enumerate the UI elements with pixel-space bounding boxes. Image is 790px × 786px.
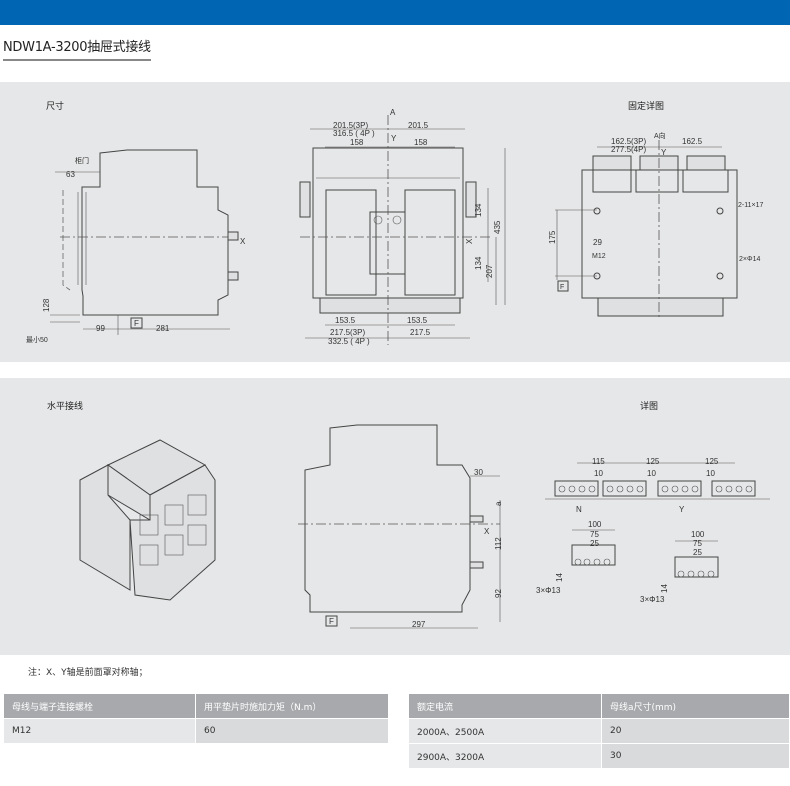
dim-63: 63 bbox=[66, 170, 75, 179]
dim-10-right: 10 bbox=[706, 469, 715, 478]
cell-busbar-a: 20 bbox=[601, 718, 790, 744]
dim-25-left: 25 bbox=[590, 539, 599, 548]
dim-297: 297 bbox=[412, 620, 426, 629]
dim-134-top: 134 bbox=[474, 203, 483, 217]
dim-10-middle: 10 bbox=[647, 469, 656, 478]
dim-14-left: 14 bbox=[555, 573, 564, 582]
dim-316-5-4p: 316.5 ( 4P ) bbox=[333, 129, 375, 138]
dim-277-5-4p: 277.5(4P) bbox=[611, 145, 646, 154]
dim-125-right: 125 bbox=[705, 457, 719, 466]
cell-busbar-a: 30 bbox=[601, 743, 790, 769]
table-row: M12 60 bbox=[4, 718, 389, 744]
dim-201-5: 201.5 bbox=[408, 121, 429, 130]
cell-rated-current: 2900A、3200A bbox=[409, 743, 602, 769]
busbar-detail-drawing bbox=[545, 462, 770, 578]
busbar-size-table: 额定电流 母线a尺寸(mm) 2000A、2500A 20 2900A、3200… bbox=[409, 694, 790, 769]
dim-201-5-3p: 201.5(3P) bbox=[333, 121, 368, 130]
dim-281: 281 bbox=[156, 324, 170, 333]
bolt-torque-table: 母线与端子连接螺栓 用平垫片时施加力矩（N.m） M12 60 bbox=[4, 694, 389, 744]
x-axis-label: X bbox=[484, 527, 490, 536]
dim-14-right: 14 bbox=[660, 584, 669, 593]
dim-207: 207 bbox=[485, 264, 494, 278]
dim-75-left: 75 bbox=[590, 530, 599, 539]
slot-spec: 2-11×17 bbox=[738, 202, 763, 209]
table-header-row: 母线与端子连接螺栓 用平垫片时施加力矩（N.m） bbox=[4, 694, 389, 719]
dim-29: 29 bbox=[593, 238, 602, 247]
m12-label: M12 bbox=[592, 253, 606, 260]
dim-162-5: 162.5 bbox=[682, 137, 703, 146]
isometric-view-drawing bbox=[79, 439, 216, 601]
cell-torque: 60 bbox=[195, 718, 389, 744]
dim-153-5-left: 153.5 bbox=[335, 316, 356, 325]
table-header-row: 额定电流 母线a尺寸(mm) bbox=[409, 694, 790, 719]
dim-175: 175 bbox=[548, 230, 557, 244]
holes-spec-left: 3×Φ13 bbox=[536, 586, 561, 595]
f-marker: F bbox=[329, 617, 334, 626]
horizontal-wiring-drawings: 水平接线 详图 30 a X 112 92 F 297 bbox=[47, 400, 770, 629]
header-bar bbox=[0, 0, 790, 25]
horizontal-side-view-drawing bbox=[298, 424, 501, 629]
dim-100-left: 100 bbox=[588, 520, 602, 529]
col-header-busbar-a: 母线a尺寸(mm) bbox=[601, 694, 790, 719]
x-axis-label: X bbox=[240, 237, 246, 246]
dim-125-middle: 125 bbox=[646, 457, 660, 466]
mount-detail-label: 固定详图 bbox=[628, 100, 664, 112]
dim-99: 99 bbox=[96, 324, 105, 333]
dim-30: 30 bbox=[474, 468, 483, 477]
mount-view-drawing bbox=[555, 140, 738, 320]
horizontal-wiring-panel: 水平接线 详图 30 a X 112 92 F 297 bbox=[0, 378, 790, 655]
f-marker: F bbox=[560, 284, 564, 291]
dim-92: 92 bbox=[494, 589, 503, 598]
y-axis-label: Y bbox=[391, 134, 397, 143]
dim-158-left: 158 bbox=[350, 138, 364, 147]
dim-435: 435 bbox=[493, 220, 502, 234]
dim-153-5-right: 153.5 bbox=[407, 316, 428, 325]
page-title: NDW1A-3200抽屉式接线 bbox=[3, 36, 151, 61]
dim-112: 112 bbox=[494, 537, 503, 550]
cell-bolt: M12 bbox=[4, 718, 196, 744]
col-header-bolt: 母线与端子连接螺栓 bbox=[4, 694, 196, 719]
n-axis-label: N bbox=[576, 505, 582, 514]
dim-217-5: 217.5 bbox=[410, 328, 431, 337]
door-label: 柜门 bbox=[75, 156, 89, 165]
dim-158-right: 158 bbox=[414, 138, 428, 147]
dim-217-5-3p: 217.5(3P) bbox=[330, 328, 365, 337]
cell-rated-current: 2000A、2500A bbox=[409, 718, 602, 744]
dim-115: 115 bbox=[592, 457, 605, 466]
min-50-label: 最小50 bbox=[26, 335, 48, 344]
dim-134-bottom: 134 bbox=[474, 256, 483, 270]
table-row: 2900A、3200A 30 bbox=[409, 743, 790, 769]
hole-spec: 2×Φ14 bbox=[739, 256, 760, 263]
front-view-drawing bbox=[299, 115, 506, 345]
y-axis-label: Y bbox=[661, 148, 667, 157]
dim-10-left: 10 bbox=[594, 469, 603, 478]
horizontal-wiring-label: 水平接线 bbox=[47, 400, 83, 412]
dim-128: 128 bbox=[42, 298, 51, 312]
holes-spec-right: 3×Φ13 bbox=[640, 595, 665, 604]
dim-100-right: 100 bbox=[691, 530, 705, 539]
col-header-torque: 用平垫片时施加力矩（N.m） bbox=[195, 694, 389, 719]
a-direction-label: A向 bbox=[654, 131, 666, 140]
x-axis-label: X bbox=[465, 238, 474, 244]
dim-25-right: 25 bbox=[693, 548, 702, 557]
dimensions-drawings: 尺寸 柜门 63 X 128 99 F 281 最小50 bbox=[26, 100, 763, 346]
side-view-drawing bbox=[50, 149, 240, 335]
table-row: 2000A、2500A 20 bbox=[409, 718, 790, 744]
dimensions-panel: 尺寸 柜门 63 X 128 99 F 281 最小50 bbox=[0, 82, 790, 362]
dim-75-right: 75 bbox=[693, 539, 702, 548]
f-marker: F bbox=[134, 319, 139, 328]
dimensions-label: 尺寸 bbox=[46, 100, 64, 112]
col-header-rated-current: 额定电流 bbox=[409, 694, 602, 719]
dim-332-5-4p: 332.5 ( 4P ) bbox=[328, 337, 370, 346]
y-axis-label: Y bbox=[679, 505, 685, 514]
axis-note: 注：X、Y轴是前面罩对称轴； bbox=[28, 668, 148, 678]
dim-162-5-3p: 162.5(3P) bbox=[611, 137, 646, 146]
detail-label: 详图 bbox=[640, 400, 658, 412]
dim-a: a bbox=[494, 501, 503, 506]
a-direction-marker: A bbox=[390, 108, 396, 117]
